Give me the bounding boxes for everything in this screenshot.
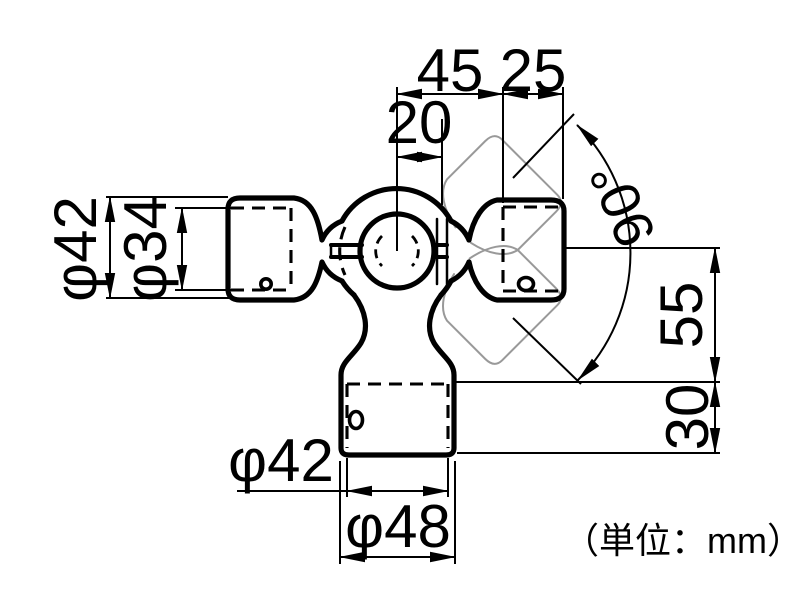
dimension-labels: 45 25 20 φ42 φ34 90° 55 30 φ42 φ48 （単位：m… (42, 37, 800, 561)
ext-lines-dia42-left (106, 196, 230, 299)
angle-rays-90 (512, 113, 582, 385)
label-dia42-bottom: φ42 (228, 427, 334, 494)
clamp-flange-right (435, 217, 449, 286)
ball-seat-right-hidden (410, 235, 420, 267)
dimension-lines (104, 87, 721, 564)
hidden-lines (231, 205, 558, 448)
ext-lines-top (396, 87, 564, 251)
label-45: 45 (417, 37, 484, 104)
joint-body (225, 186, 564, 458)
clamp-slit-left (329, 243, 364, 259)
label-55: 55 (648, 282, 715, 349)
label-dia48: φ48 (345, 493, 451, 560)
right-arm-waist (448, 218, 472, 284)
label-dia42-left: φ42 (42, 196, 109, 302)
unit-note: （単位：mm） (563, 520, 800, 561)
left-socket-outline (225, 195, 345, 303)
left-socket-bore-hidden (231, 206, 293, 292)
label-30: 30 (654, 384, 721, 451)
angle-arc-90 (576, 124, 632, 381)
label-25: 25 (500, 37, 567, 104)
label-20: 20 (386, 89, 453, 156)
right-socket-bolt-hole (516, 275, 536, 293)
clamp-slit-right (431, 243, 449, 259)
ball-seat-left-hidden (374, 235, 384, 267)
label-dia34: φ34 (112, 196, 179, 302)
bottom-socket-bolt-hole (347, 409, 365, 431)
clamp-left-lug-hidden (338, 226, 347, 276)
ext-lines-dia48 (339, 461, 456, 564)
bottom-socket-bore-hidden (345, 382, 450, 448)
ext-lines-dia34 (175, 207, 231, 291)
left-socket-bolt-hole (258, 276, 273, 291)
label-90deg: 90° (577, 153, 668, 256)
bottom-socket-outline (338, 292, 457, 458)
